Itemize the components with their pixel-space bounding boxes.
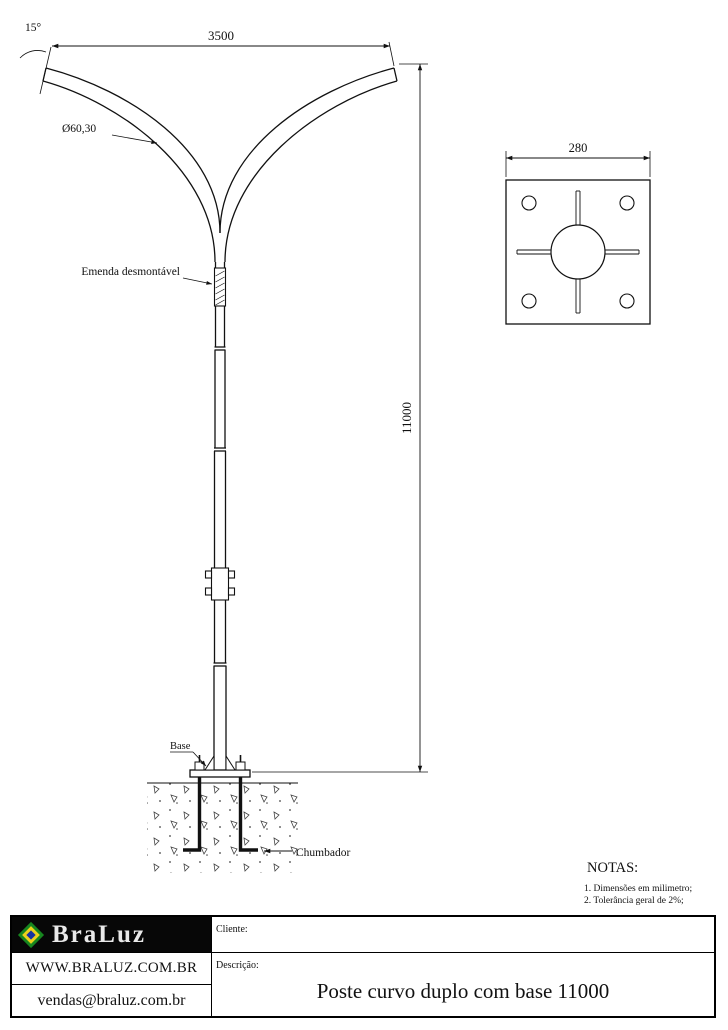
dim-280-label: 280 bbox=[569, 141, 588, 155]
anchor-text: Chumbador bbox=[296, 847, 350, 859]
description-label: Descrição: bbox=[216, 960, 259, 971]
notes: NOTAS: 1. Dimensões em milimetro; 2. Tol… bbox=[584, 860, 692, 906]
title-block: BraLuz WWW.BRALUZ.COM.BR vendas@braluz.c… bbox=[10, 915, 716, 1018]
technical-drawing: 3500 15° Ø60,30 Emenda desmontável 11000… bbox=[19, 22, 692, 906]
coupling bbox=[204, 567, 236, 601]
pole bbox=[213, 262, 227, 770]
logo-wordmark: BraLuz bbox=[52, 921, 146, 948]
angle-15-label: 15° bbox=[25, 22, 42, 34]
dim-11000: 11000 bbox=[252, 63, 428, 773]
base-label: Base bbox=[170, 741, 207, 767]
base-plate-detail: 280 bbox=[505, 141, 651, 325]
diameter-label: Ø60,30 bbox=[62, 123, 158, 144]
description-field: Descrição: Poste curvo duplo com base 11… bbox=[212, 953, 714, 1016]
notes-title: NOTAS: bbox=[587, 860, 638, 876]
braluz-logo-mark bbox=[17, 921, 45, 948]
anchor-label: Chumbador bbox=[264, 847, 350, 859]
splice-label: Emenda desmontável bbox=[81, 266, 213, 285]
angle-15: 15° bbox=[19, 22, 47, 59]
base-assembly bbox=[189, 754, 251, 778]
title-block-company: BraLuz WWW.BRALUZ.COM.BR vendas@braluz.c… bbox=[12, 917, 212, 1016]
splice-text: Emenda desmontável bbox=[81, 266, 180, 278]
splice-detail bbox=[213, 267, 227, 307]
dim-11000-label: 11000 bbox=[399, 402, 414, 434]
company-email: vendas@braluz.com.br bbox=[37, 991, 186, 1009]
note-item: 2. Tolerância geral de 2%; bbox=[584, 896, 684, 906]
drawing-title: Poste curvo duplo com base 11000 bbox=[316, 979, 610, 1003]
dim-3500: 3500 bbox=[39, 28, 395, 95]
dim-280: 280 bbox=[505, 141, 651, 177]
diameter-text: Ø60,30 bbox=[62, 123, 96, 135]
client-field: Cliente: bbox=[212, 917, 714, 953]
title-block-fields: Cliente: Descrição: Poste curvo duplo co… bbox=[212, 917, 714, 1016]
double-arm bbox=[42, 67, 398, 263]
note-item: 1. Dimensões em milimetro; bbox=[584, 884, 692, 894]
braluz-logo: BraLuz bbox=[12, 917, 211, 953]
company-website: WWW.BRALUZ.COM.BR bbox=[12, 953, 211, 985]
client-label: Cliente: bbox=[216, 924, 248, 935]
base-text: Base bbox=[170, 741, 191, 752]
foundation bbox=[147, 777, 298, 873]
anchor-bolts bbox=[183, 777, 258, 852]
dim-3500-label: 3500 bbox=[208, 28, 234, 43]
